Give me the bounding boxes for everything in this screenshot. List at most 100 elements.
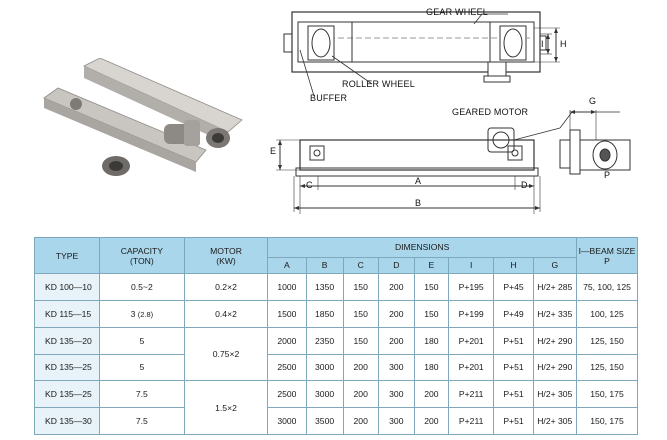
cell-b: 3500 [305,407,344,435]
header-col-c: C [342,256,379,275]
header-col-g: G [532,256,578,275]
cell-p: 100, 125 [576,299,638,328]
header-col-h: H [493,256,534,275]
table-row: KD 100—10 0.5~2 0.2×2 1000 1350 150 200 … [33,273,638,301]
cell-h: P+51 [493,326,534,355]
label-buffer: BUFFER [310,93,348,103]
cell-g: H/2+ 285 [532,273,578,301]
cell-motor: 0.4×2 [183,299,269,328]
dim-label-p: P [604,170,611,180]
specification-table: TYPE CAPACITY(TON) MOTOR(KW) DIMENSIONS … [33,236,638,435]
header-col-b: B [305,256,344,275]
header-col-d: D [377,256,415,275]
cell-a: 2000 [267,326,307,355]
cell-e: 150 [413,273,449,301]
header-col-a: A [267,256,307,275]
cell-i: P+195 [447,273,495,301]
cell-motor-merged: 0.75×2 [183,326,269,382]
cell-capacity: 7.5 [99,380,185,409]
cell-b: 1350 [305,273,344,301]
label-roller-wheel: ROLLER WHEEL [342,79,415,89]
cell-d: 200 [377,273,415,301]
header-capacity: CAPACITY(TON) [99,236,185,275]
table-row: KD 135—30 7.5 3000 3500 200 300 200 P+21… [33,407,638,435]
cell-c: 150 [342,326,379,355]
cell-g: H/2+ 335 [532,299,578,328]
cell-g: H/2+ 290 [532,353,578,382]
dim-label-c: C [306,180,313,190]
table-row: KD 135—25 7.5 1.5×2 2500 3000 200 300 20… [33,380,638,435]
cell-b: 3000 [305,353,344,382]
cell-i: P+211 [447,407,495,435]
cell-h: P+51 [493,380,534,409]
product-photo [43,58,243,176]
dim-label-b: B [415,198,422,208]
cell-motor-merged: 1.5×2 [183,380,269,435]
cell-h: P+51 [493,353,534,382]
cell-i: P+201 [447,353,495,382]
cell-type: KD 100—10 [33,273,101,301]
dim-label-h: H [560,39,567,49]
cell-e: 180 [413,353,449,382]
cell-a: 2500 [267,353,307,382]
cell-a: 1500 [267,299,307,328]
label-geared-motor: GEARED MOTOR [452,107,529,117]
cell-p: 125, 150 [576,326,638,355]
cell-d: 300 [377,353,415,382]
cell-p: 125, 150 [576,353,638,382]
dim-label-e: E [270,146,277,156]
cell-type: KD 135—30 [33,407,101,435]
cell-capacity: 5 [99,326,185,355]
cell-h: P+51 [493,407,534,435]
label-gear-wheel: GEAR WHEEL [426,7,489,17]
cell-e: 200 [413,407,449,435]
cell-p: 150, 175 [576,407,638,435]
dim-label-i: I [541,39,544,49]
cell-type: KD 135—25 [33,353,101,382]
cell-c: 150 [342,299,379,328]
cell-b: 1850 [305,299,344,328]
cell-h: P+49 [493,299,534,328]
cell-i: P+199 [447,299,495,328]
cell-d: 300 [377,407,415,435]
cell-a: 3000 [267,407,307,435]
dim-label-d: D [521,180,528,190]
cell-g: H/2+ 305 [532,380,578,409]
header-col-i: I [447,256,495,275]
cell-c: 150 [342,273,379,301]
cell-capacity: 0.5~2 [99,273,185,301]
table-row: KD 135—20 5 0.75×2 2000 2350 150 200 180… [33,326,638,382]
cell-type: KD 135—25 [33,380,101,409]
cell-g: H/2+ 290 [532,326,578,355]
cell-d: 200 [377,326,415,355]
cell-capacity: 3 (2.8) [99,299,185,328]
cell-e: 180 [413,326,449,355]
cell-motor: 0.2×2 [183,273,269,301]
cell-d: 300 [377,380,415,409]
cell-i: P+201 [447,326,495,355]
cell-p: 75, 100, 125 [576,273,638,301]
cell-h: P+45 [493,273,534,301]
cell-g: H/2+ 305 [532,407,578,435]
cell-i: P+211 [447,380,495,409]
header-motor: MOTOR(KW) [183,236,269,275]
cell-a: 1000 [267,273,307,301]
cell-capacity: 5 [99,353,185,382]
table-row: KD 115—15 3 (2.8) 0.4×2 1500 1850 150 20… [33,299,638,328]
cell-a: 2500 [267,380,307,409]
dim-label-a: A [415,176,422,186]
cell-c: 200 [342,407,379,435]
cell-c: 200 [342,353,379,382]
header-col-e: E [413,256,449,275]
cell-e: 200 [413,380,449,409]
cell-e: 150 [413,299,449,328]
dim-label-g: G [589,96,597,106]
cell-b: 3000 [305,380,344,409]
table-row: KD 135—25 5 2500 3000 200 300 180 P+201 … [33,353,638,382]
cell-c: 200 [342,380,379,409]
cell-type: KD 115—15 [33,299,101,328]
cell-type: KD 135—20 [33,326,101,355]
cell-d: 200 [377,299,415,328]
header-type: TYPE [33,236,101,275]
